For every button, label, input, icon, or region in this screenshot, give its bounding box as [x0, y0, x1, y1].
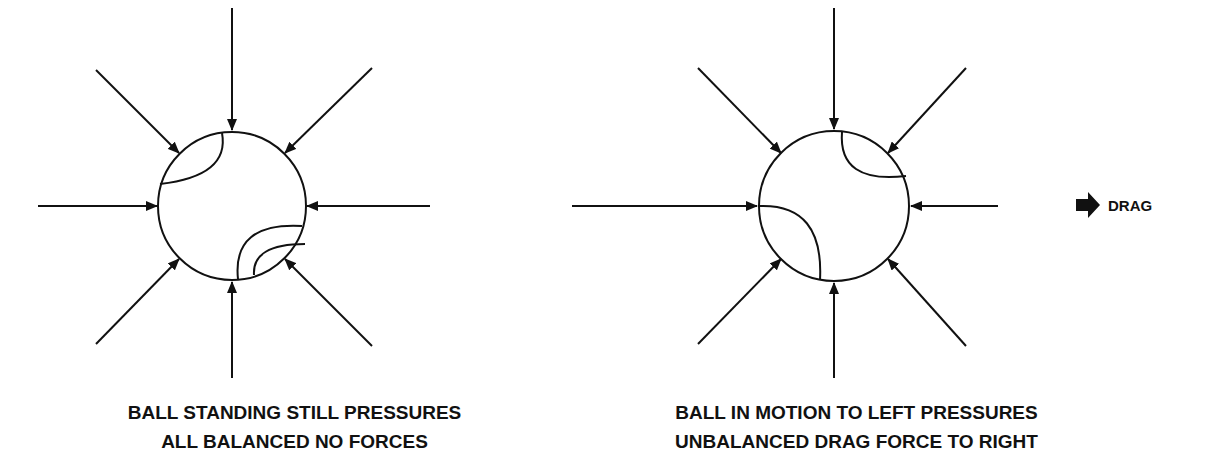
pressure-arrows: [572, 8, 998, 378]
still-ball: [158, 132, 306, 280]
ball-seam: [238, 226, 302, 279]
caption-text: BALL IN MOTION TO LEFT PRESSURES UNBALAN…: [672, 398, 1041, 456]
ball-seam: [842, 132, 906, 177]
moving-ball: [759, 131, 909, 281]
ball-seam: [760, 206, 820, 280]
caption-text: BALL STANDING STILL PRESSURES ALL BALANC…: [124, 398, 465, 456]
ball-seam: [160, 133, 223, 184]
drag-arrow: [1076, 192, 1100, 218]
pressure-arrows: [38, 8, 430, 378]
drag-label: DRAG: [1108, 191, 1152, 220]
